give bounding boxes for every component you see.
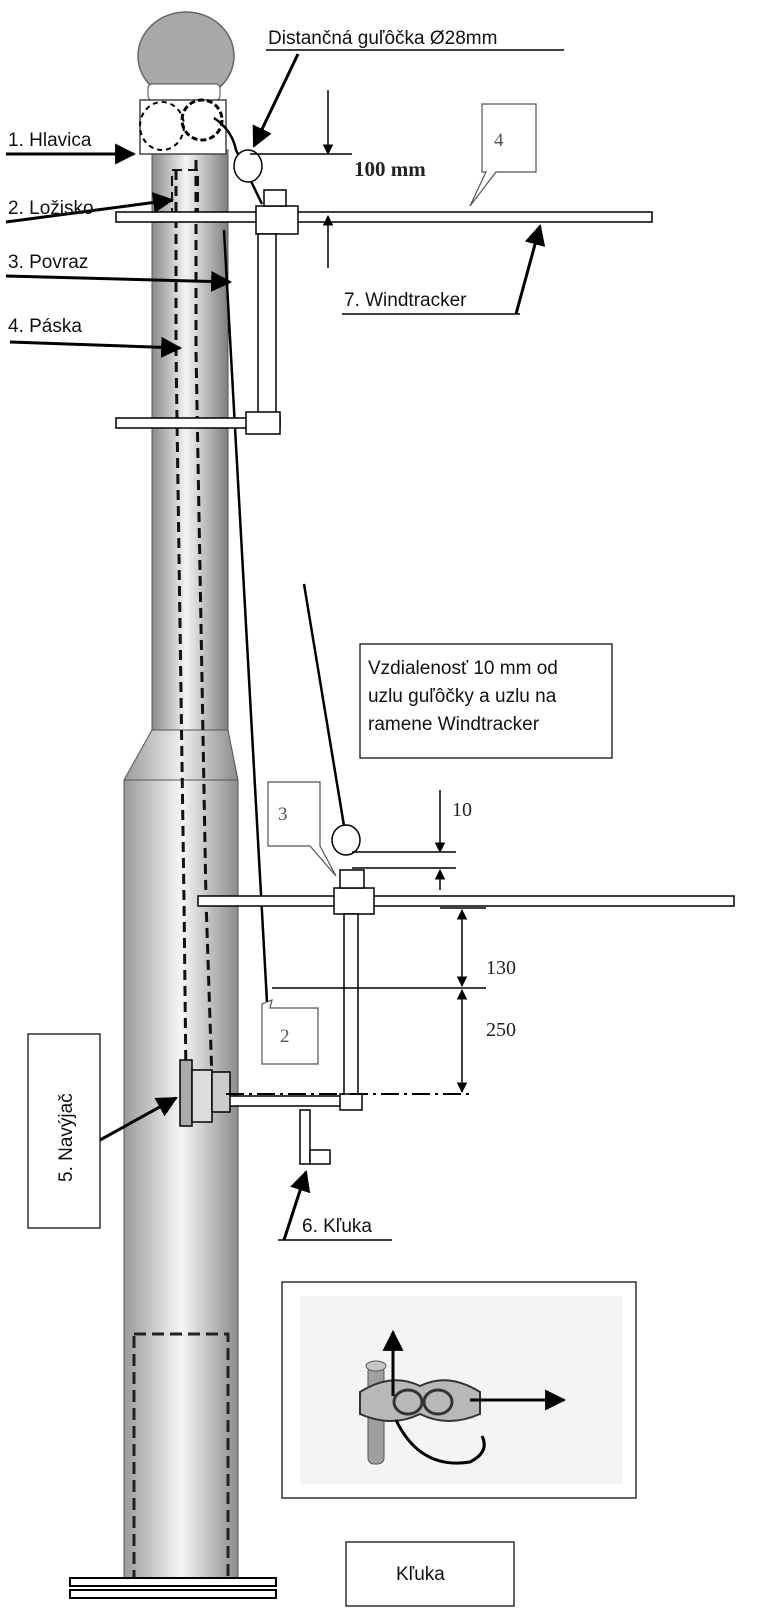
mast-head	[137, 11, 235, 155]
label-lozisko: 2. Ložisko	[8, 198, 94, 219]
mast-pole	[69, 149, 277, 1599]
distance-ball-arrow	[252, 53, 300, 148]
label-povraz: 3. Povraz	[8, 252, 88, 273]
callout-3: 3	[267, 781, 337, 877]
label-paska: 4. Páska	[8, 316, 82, 337]
dimension-100mm-label: 100 mm	[354, 157, 426, 181]
dimension-10-label: 10	[452, 799, 472, 821]
windtracker-top-assembly	[115, 149, 653, 435]
note-box: Vzdialenosť 10 mm od uzlu guľôčky a uzlu…	[359, 643, 613, 759]
knot-inset-frame	[281, 1281, 637, 1499]
dimension-130-250	[272, 907, 486, 1094]
label-windtracker: 7. Windtracker	[344, 290, 467, 311]
callout-2-number: 2	[280, 1026, 290, 1047]
kluka-arrow	[282, 1170, 311, 1241]
navijac-arrow	[99, 1096, 178, 1142]
label-kluka: 6. Kľuka	[302, 1216, 372, 1237]
dimension-100mm	[250, 90, 352, 268]
dimension-10	[352, 790, 456, 890]
label-distance-ball: Distančná guľôčka Ø28mm	[268, 28, 497, 49]
dimension-250-label: 250	[486, 1019, 516, 1041]
callout-3-number: 3	[278, 804, 288, 825]
kluka-caption: Kľuka	[396, 1564, 445, 1585]
dimension-130-label: 130	[486, 957, 516, 979]
note-line-3: ramene Windtracker	[368, 714, 540, 735]
callout-4-number: 4	[494, 130, 504, 151]
label-hlavica: 1. Hlavica	[8, 130, 92, 151]
note-line-2: uzlu guľôčky a uzlu na	[368, 686, 557, 707]
windtracker-arrow	[514, 223, 546, 315]
callout-4: 4	[469, 103, 537, 207]
windtracker-bottom-assembly	[179, 824, 735, 1165]
rope-lines	[213, 116, 350, 1021]
label-navijac: 5. Navýjač	[56, 1093, 77, 1182]
callout-2: 2	[261, 999, 319, 1065]
label-leaders-left	[5, 143, 233, 358]
knot-illustration	[359, 1329, 567, 1465]
note-line-1: Vzdialenosť 10 mm od	[368, 658, 558, 679]
kluka-caption-box: Kľuka	[345, 1541, 515, 1607]
label-navijac-box: 5. Navýjač	[27, 1033, 101, 1229]
